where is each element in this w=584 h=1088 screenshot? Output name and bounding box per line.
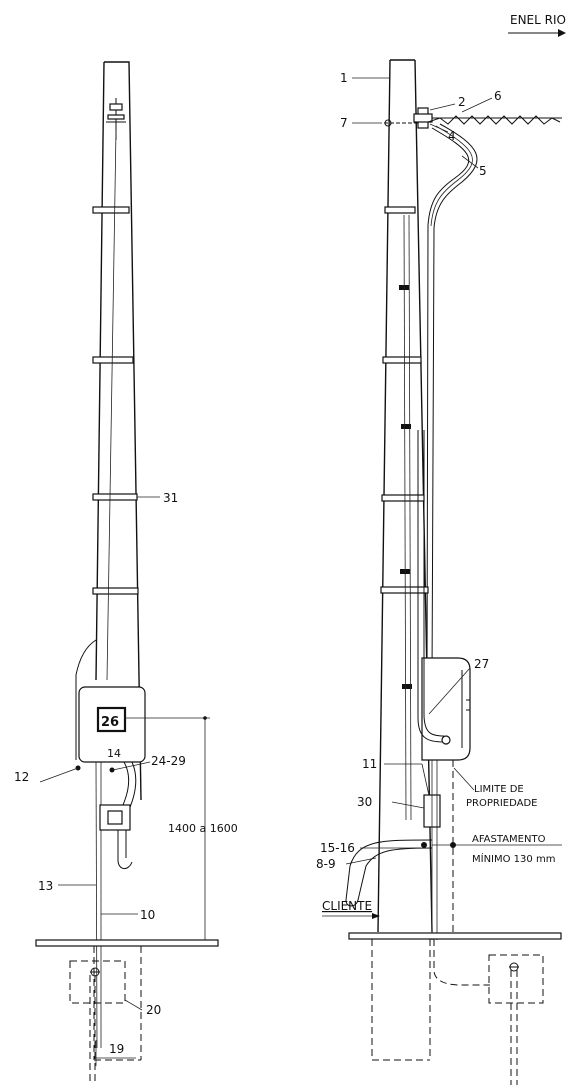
right-pole-view: 1 2 6 7 4 5 — [316, 59, 562, 1085]
label-12: 12 — [14, 770, 29, 784]
left-pole-view: 31 26 14 24-29 12 13 10 — [14, 61, 238, 1085]
label-27: 27 — [474, 657, 489, 671]
right-ground-slab — [348, 932, 562, 940]
label-14: 14 — [107, 747, 121, 760]
limite-line2: PROPRIEDADE — [466, 798, 537, 809]
afastamento-label: AFASTAMENTO — [472, 834, 546, 845]
label-24-29: 24-29 — [151, 754, 186, 768]
left-pole-left-edge — [95, 61, 105, 681]
meter-box-side — [421, 657, 471, 761]
label-2: 2 — [458, 95, 466, 109]
left-pole-right-edge — [104, 61, 142, 801]
label-20: 20 — [146, 1003, 161, 1017]
label-11: 11 — [362, 757, 377, 771]
label-10: 10 — [140, 908, 155, 922]
minimo-label: MÍNIMO 130 mm — [472, 852, 555, 865]
label-6: 6 — [494, 89, 502, 103]
client-conduit — [345, 839, 433, 907]
label-1: 1 — [340, 71, 348, 85]
label-26: 26 — [101, 715, 119, 730]
label-15-16: 15-16 — [320, 841, 355, 855]
label-30: 30 — [357, 795, 372, 809]
arrow-right-icon — [558, 29, 566, 37]
left-ground-slab — [35, 939, 219, 947]
left-band-1 — [92, 206, 130, 214]
switch-box — [99, 804, 131, 831]
label-8-9: 8-9 — [316, 857, 336, 871]
brand-label: ENEL RIO — [510, 13, 566, 27]
meter-display — [96, 706, 127, 733]
left-inspection-box — [69, 960, 126, 1004]
arrow-right-icon — [372, 913, 380, 919]
limite-line1: LIMITE DE — [474, 784, 524, 795]
service-drop-wire — [427, 115, 561, 125]
label-31: 31 — [163, 491, 178, 505]
left-band-2 — [92, 356, 134, 364]
left-band-4 — [92, 587, 139, 595]
label-7: 7 — [340, 116, 348, 130]
label-13: 13 — [38, 879, 53, 893]
right-inspection-box — [488, 954, 544, 1004]
label-5: 5 — [479, 164, 487, 178]
dimension-label: 1400 a 1600 — [168, 822, 238, 835]
left-pole-bulge — [75, 639, 97, 760]
left-band-3 — [92, 493, 138, 501]
cliente-label: CLIENTE — [322, 899, 372, 913]
label-19: 19 — [109, 1042, 124, 1056]
brand-header: ENEL RIO — [508, 13, 566, 37]
